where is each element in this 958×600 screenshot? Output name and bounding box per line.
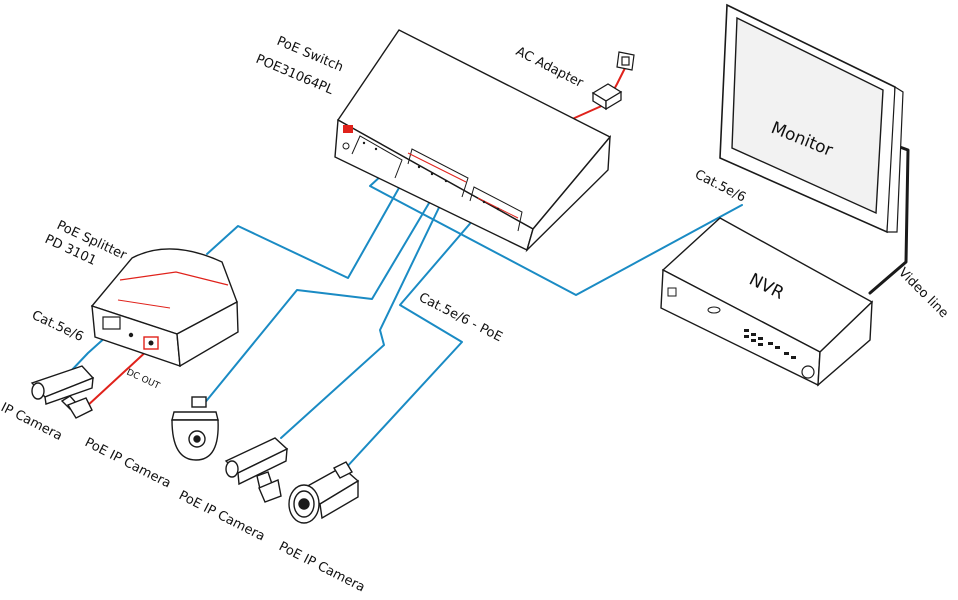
cat-camera-label: Cat.5e/6 xyxy=(29,308,85,345)
video-line-cable xyxy=(868,144,910,295)
ip-camera-label: IP Camera xyxy=(0,400,65,444)
switch-brand-mark xyxy=(343,125,353,133)
box-camera-icon xyxy=(224,437,289,503)
poe-splitter-icon xyxy=(90,248,239,368)
nvr-icon xyxy=(660,217,874,387)
nvr-jog-dial xyxy=(801,365,815,379)
dc-out-label: DC OUT xyxy=(125,368,162,392)
poe-camera-label-1: PoE IP Camera xyxy=(82,435,173,491)
ac-adapter-icon xyxy=(591,83,623,111)
cable-switch-to-dome-camera xyxy=(202,187,439,406)
dome-camera-icon xyxy=(171,396,219,461)
poe-camera-label-3: PoE IP Camera xyxy=(276,539,367,595)
poe-camera-label-2: PoE IP Camera xyxy=(176,488,267,544)
monitor-icon xyxy=(719,3,904,234)
dc-out-power-line xyxy=(85,347,151,408)
poe-switch-icon xyxy=(334,29,612,253)
ac-adapter-label: AC Adapter xyxy=(513,44,586,91)
cable-switch-to-nvr xyxy=(369,174,743,296)
nvr-usb-port xyxy=(667,287,677,297)
cable-switch-to-bullet-camera xyxy=(343,211,481,471)
cat-nvr-label: Cat.5e/6 xyxy=(692,167,748,205)
cable-switch-to-box-camera xyxy=(280,192,447,439)
bullet-camera-icon xyxy=(30,365,95,419)
ir-bullet-camera-icon xyxy=(288,461,360,524)
cable-switch-to-splitter xyxy=(206,171,409,279)
video-line-label: Video line xyxy=(895,265,951,321)
splitter-rj45-port xyxy=(102,316,121,330)
wall-outlet-icon xyxy=(616,51,635,71)
nvr-button-grid xyxy=(744,329,796,359)
cat-poe-label: Cat.5e/6 - PoE xyxy=(416,290,505,345)
